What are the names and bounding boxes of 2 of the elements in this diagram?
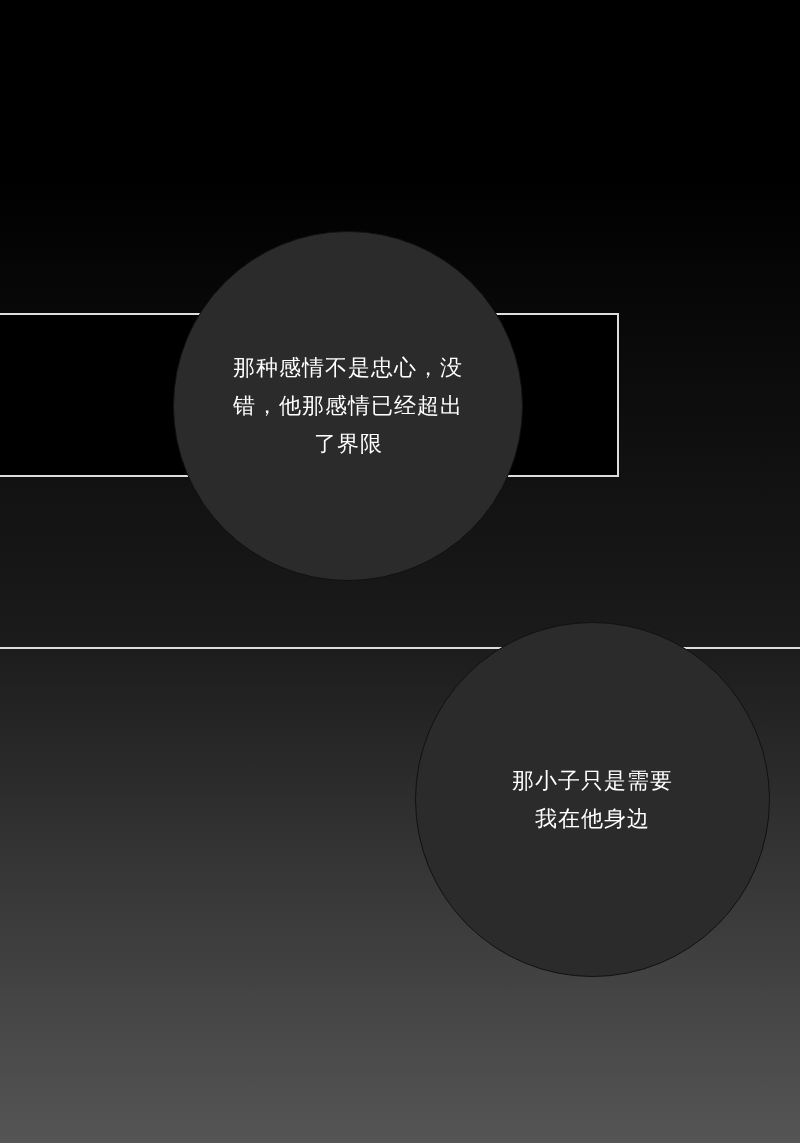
speech-text: 那种感情不是忠心，没错，他那感情已经超出了界限 bbox=[233, 354, 463, 458]
speech-text: 那小子只是需要我在他身边 bbox=[511, 766, 674, 833]
